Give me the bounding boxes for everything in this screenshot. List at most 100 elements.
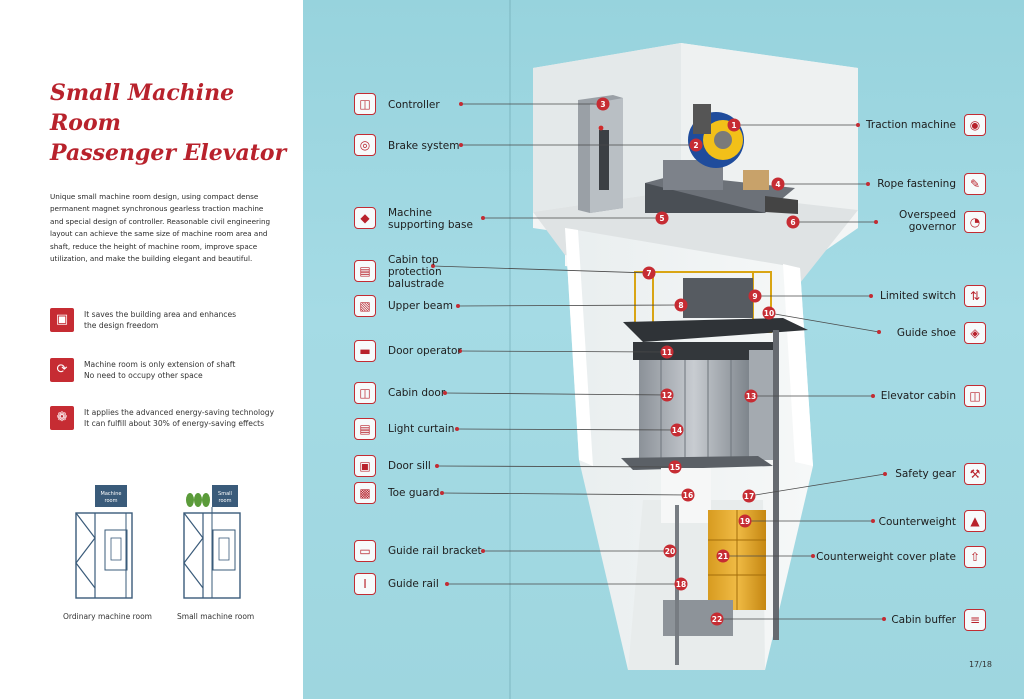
traction-icon: ◉ — [964, 114, 986, 136]
svg-text:13: 13 — [746, 392, 756, 401]
label-guide-rail-bracket: Guide rail bracket — [388, 545, 482, 557]
marker-19: 19 — [738, 514, 752, 528]
switch-icon: ⇅ — [964, 285, 986, 307]
label-overspeed-governor: Overspeed governor — [899, 209, 956, 233]
elevator-diagram: 1 2 3 4 5 6 7 8 9 10 11 12 13 14 15 16 1… — [431, 0, 887, 699]
cabin-drawing — [621, 271, 808, 640]
label-toe-guard: Toe guard — [388, 487, 440, 499]
page-title: Small Machine Room Passenger Elevator — [50, 78, 290, 168]
feature-item: ⟳ Machine room is only extension of shaf… — [50, 358, 290, 384]
feature-line: It can fulfill about 30% of energy-savin… — [84, 419, 265, 428]
ordinary-machine-room-diagram: Machine room — [75, 485, 133, 599]
label-door-operator: Door operator — [388, 345, 462, 357]
svg-text:18: 18 — [676, 580, 686, 589]
beam-icon: ▧ — [354, 295, 376, 317]
svg-text:19: 19 — [740, 517, 750, 526]
feature-line: the design freedom — [84, 321, 159, 330]
marker-5: 5 — [655, 211, 669, 225]
marker-6: 6 — [786, 215, 800, 229]
svg-text:5: 5 — [659, 214, 664, 223]
cube-icon: ▣ — [50, 308, 74, 332]
feature-item: ▣ It saves the building area and enhance… — [50, 308, 290, 334]
marker-12: 12 — [660, 388, 674, 402]
svg-text:7: 7 — [646, 269, 651, 278]
number-markers: 1 2 3 4 5 6 7 8 9 10 11 12 13 14 15 16 1… — [596, 97, 800, 626]
marker-2: 2 — [689, 138, 703, 152]
toe-guard-icon: ▩ — [354, 482, 376, 504]
svg-text:12: 12 — [662, 391, 672, 400]
marker-1: 1 — [727, 118, 741, 132]
svg-text:11: 11 — [662, 348, 672, 357]
svg-text:8: 8 — [678, 301, 683, 310]
svg-text:9: 9 — [752, 292, 757, 301]
marker-14: 14 — [670, 423, 684, 437]
title-line-2: Passenger Elevator — [50, 140, 287, 166]
label-cabin-top-protection-balustrade: Cabin top protection balustrade — [388, 254, 445, 290]
feature-line: No need to occupy other space — [84, 371, 203, 380]
marker-11: 11 — [660, 345, 674, 359]
marker-18: 18 — [674, 577, 688, 591]
right-leader-dots — [811, 123, 887, 621]
brake-icon: ◎ — [354, 134, 376, 156]
door-sill-icon: ▣ — [354, 455, 376, 477]
marker-10: 10 — [762, 306, 776, 320]
right-leader-lines — [717, 124, 886, 620]
feature-line: It saves the building area and enhances — [84, 310, 237, 319]
feature-line: Machine room is only extension of shaft — [84, 360, 236, 369]
left-leader-lines — [432, 103, 696, 585]
machine-room-comparison: Machine room Small room — [75, 485, 241, 599]
label-counterweight: Counterweight — [878, 516, 956, 528]
label-upper-beam: Upper beam — [388, 300, 453, 312]
svg-text:14: 14 — [672, 426, 682, 435]
feature-line: It applies the advanced energy-saving te… — [84, 408, 275, 417]
svg-text:22: 22 — [712, 615, 722, 624]
title-line-1: Small Machine Room — [50, 80, 235, 136]
marker-4: 4 — [771, 177, 785, 191]
rope-icon: ✎ — [964, 173, 986, 195]
marker-17: 17 — [742, 489, 756, 503]
door-operator-icon: ▬ — [354, 340, 376, 362]
svg-text:2: 2 — [693, 141, 698, 150]
sign-text: Machine — [101, 491, 122, 497]
marker-16: 16 — [681, 488, 695, 502]
marker-15: 15 — [668, 460, 682, 474]
label-controller: Controller — [388, 99, 440, 111]
bracket-icon: ▭ — [354, 540, 376, 562]
rail-icon: I — [354, 573, 376, 595]
label-brake-system: Brake system — [388, 140, 460, 152]
base-icon: ◆ — [354, 207, 376, 229]
svg-text:4: 4 — [775, 180, 780, 189]
marker-3: 3 — [596, 97, 610, 111]
marker-20: 20 — [663, 544, 677, 558]
marker-22: 22 — [710, 612, 724, 626]
intro-paragraph: Unique small machine room design, using … — [50, 192, 271, 264]
cabin-icon: ◫ — [964, 385, 986, 407]
governor-icon: ◔ — [964, 211, 986, 233]
svg-text:16: 16 — [683, 491, 693, 500]
svg-text:10: 10 — [764, 309, 774, 318]
marker-7: 7 — [642, 266, 656, 280]
label-traction-machine: Traction machine — [866, 119, 956, 131]
svg-text:20: 20 — [665, 547, 675, 556]
svg-text:15: 15 — [670, 463, 680, 472]
sign-text: room — [219, 498, 232, 504]
page-number: 17/18 — [968, 660, 992, 669]
label-machine-supporting-base: Machine supporting base — [388, 207, 473, 231]
label-counterweight-cover-plate: Counterweight cover plate — [816, 551, 956, 563]
left-leader-dots — [431, 102, 485, 586]
label-limited-switch: Limited switch — [879, 290, 956, 302]
label-light-curtain: Light curtain — [388, 423, 455, 435]
small-machine-room-diagram: Small room — [183, 485, 241, 599]
buffer-icon: ≡ — [964, 609, 986, 631]
label-guide-shoe: Guide shoe — [896, 327, 956, 339]
shoe-icon: ◈ — [964, 322, 986, 344]
label-elevator-cabin: Elevator cabin — [880, 390, 956, 402]
svg-text:21: 21 — [718, 552, 728, 561]
label-guide-rail: Guide rail — [388, 578, 439, 590]
marker-8: 8 — [674, 298, 688, 312]
controller-icon: ◫ — [354, 93, 376, 115]
safety-gear-icon: ⚒ — [964, 463, 986, 485]
marker-13: 13 — [744, 389, 758, 403]
balustrade-icon: ▤ — [354, 260, 376, 282]
svg-text:1: 1 — [731, 121, 736, 130]
